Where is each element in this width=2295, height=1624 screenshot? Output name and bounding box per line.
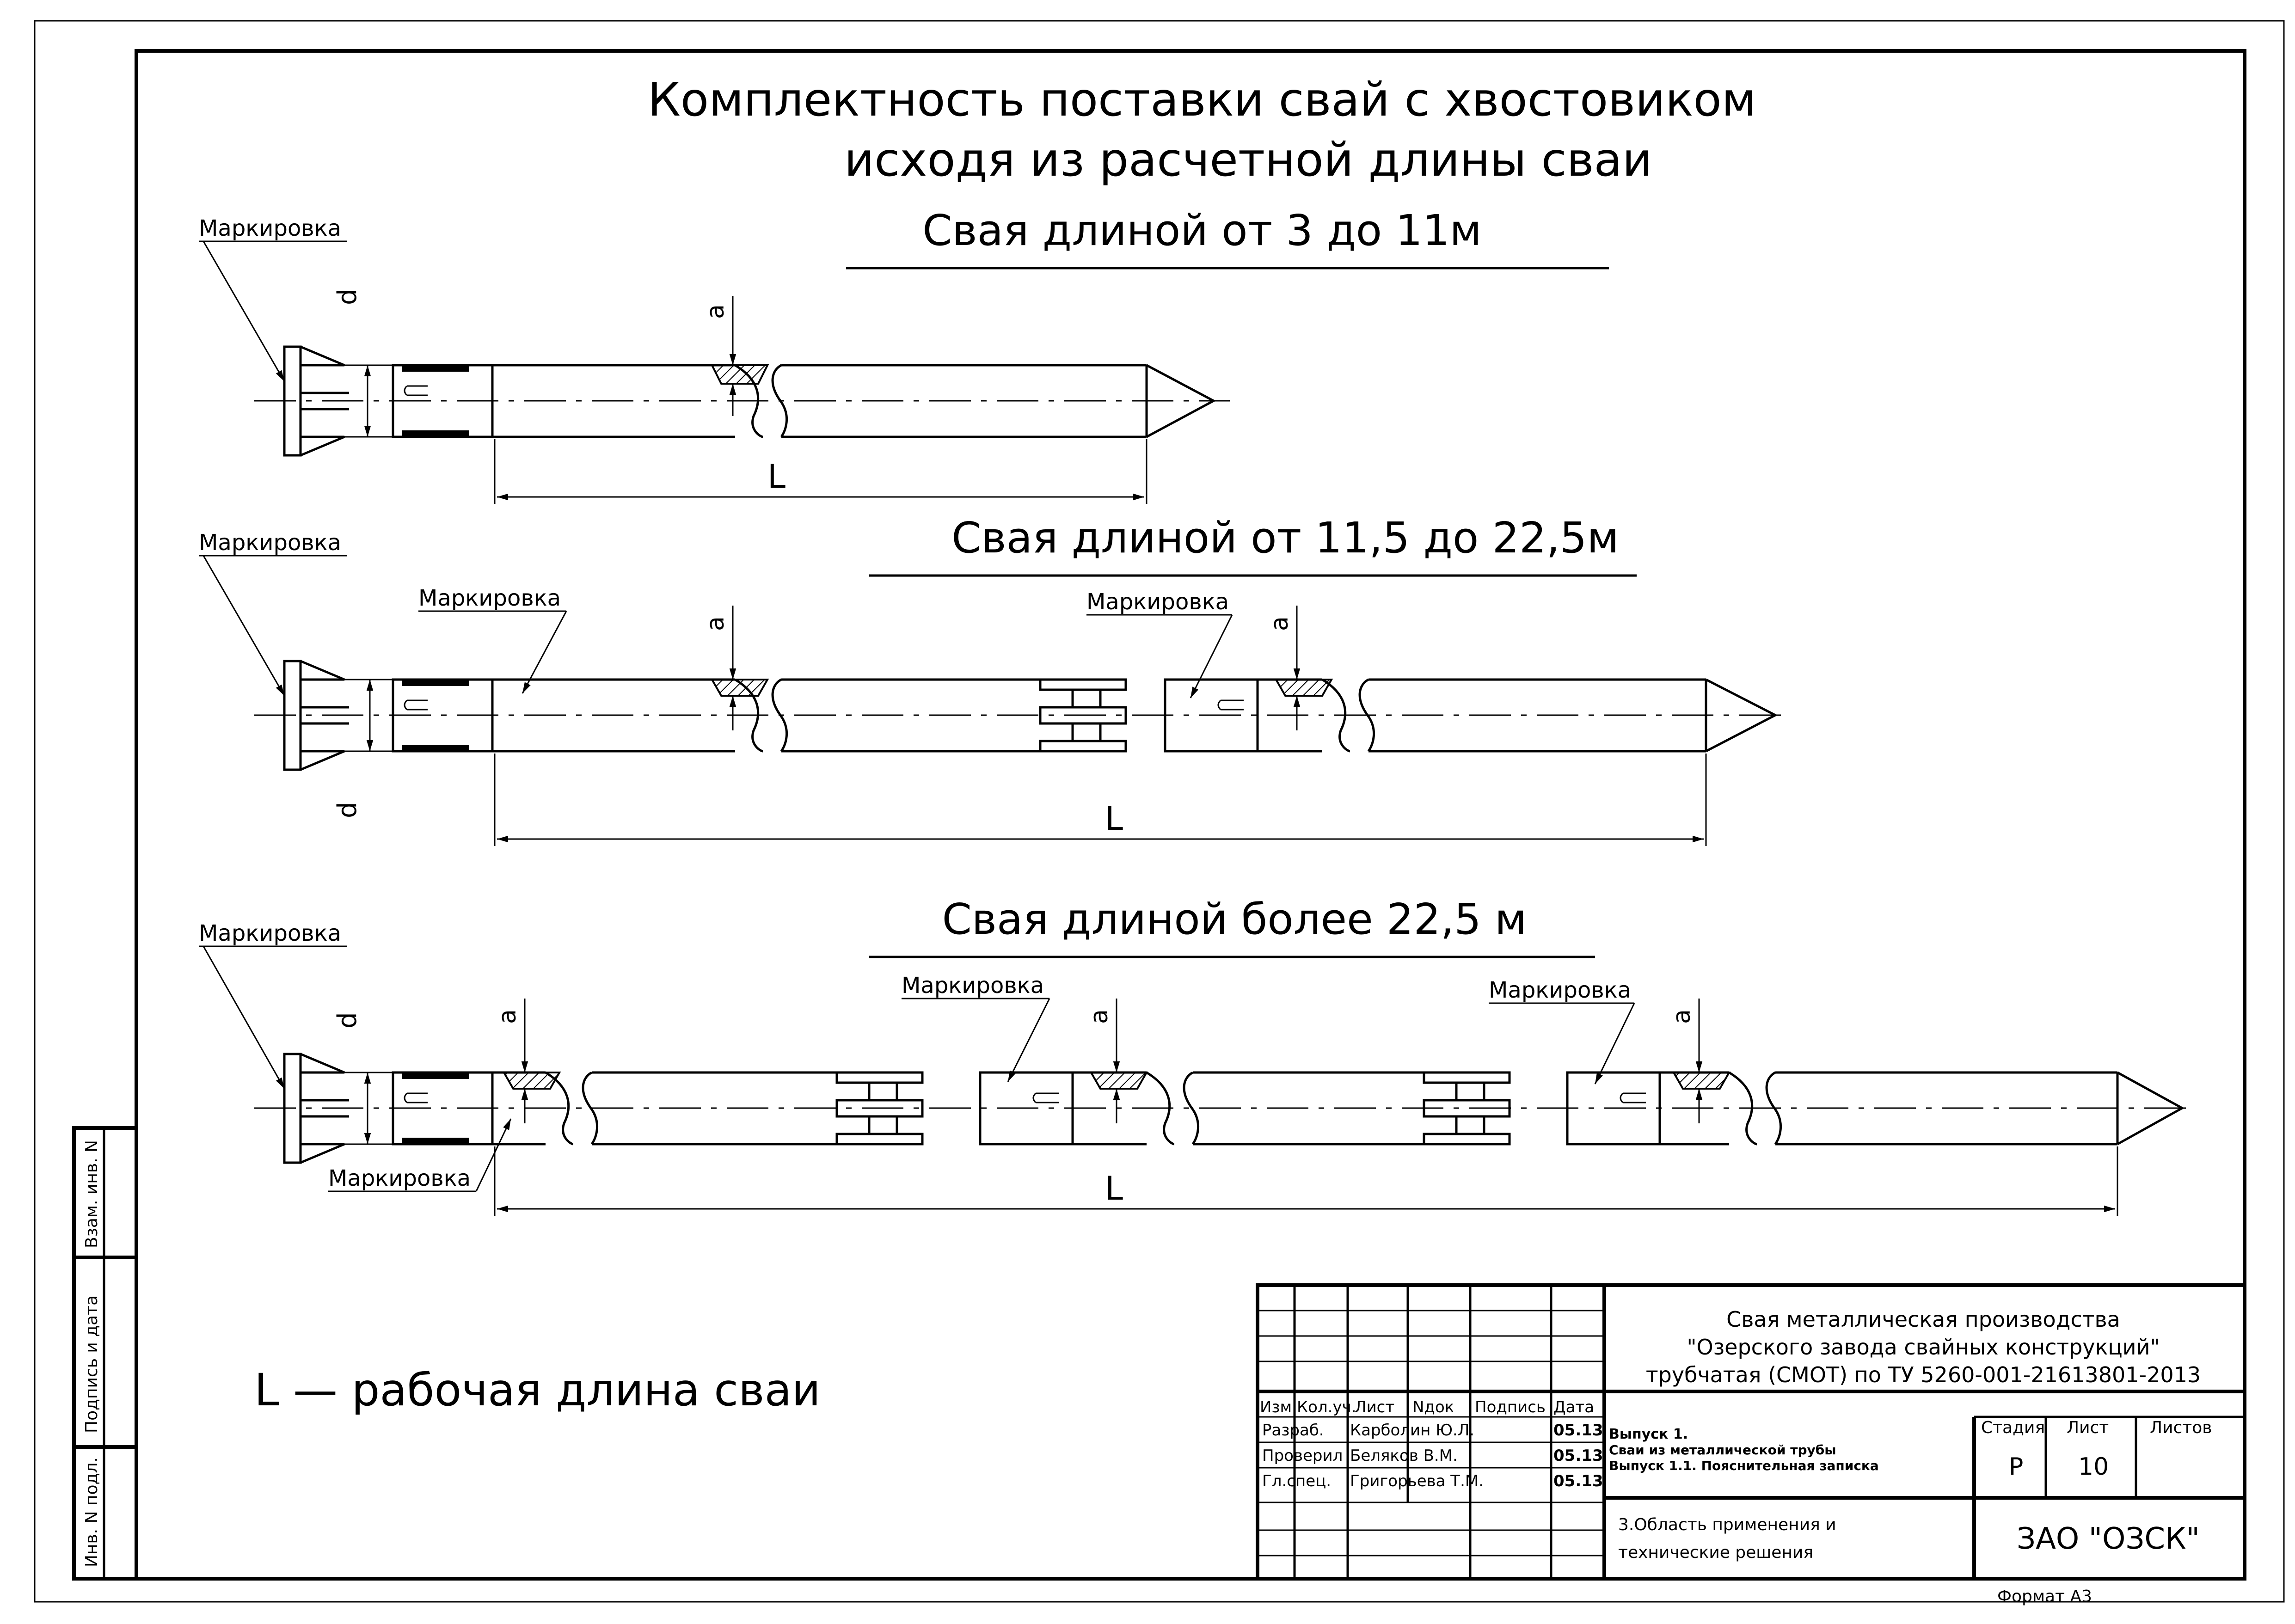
section-3-a-label-3: a [1668, 1009, 1696, 1024]
person-date-1: 05.13 [1553, 1421, 1603, 1440]
col-data: Дата [1553, 1398, 1594, 1416]
section-1-heading: Свая длиной от 3 до 11м [922, 206, 1482, 255]
tb-name-line1: Свая металлическая производства [1726, 1307, 2120, 1332]
person-role-3: Гл.спец. [1262, 1472, 1331, 1490]
side-stamp-podpis: Подпись и дата [82, 1295, 101, 1433]
tb-issue-line3: Выпуск 1.1. Пояснительная записка [1609, 1458, 1879, 1473]
col-izm: Изм. [1260, 1398, 1297, 1416]
section-3-marking-label-3: Маркировка [902, 973, 1044, 999]
section-3-d-label: d [332, 1012, 362, 1029]
section-2-marking-label-2: Маркировка [418, 585, 561, 611]
section-3: Свая длиной более 22,5 м Маркировка Марк… [199, 895, 2196, 1216]
tb-issue-line2: Сваи из металлической трубы [1609, 1442, 1836, 1458]
tb-sheet-value: 10 [2078, 1453, 2109, 1481]
outer-frame [34, 20, 2285, 1603]
tb-stage-value: Р [2009, 1453, 2023, 1481]
person-date-3: 05.13 [1553, 1472, 1603, 1490]
section-3-a-label-1: a [494, 1009, 522, 1024]
section-2-L-label: L [1105, 800, 1123, 838]
col-list: Лист [1355, 1398, 1394, 1416]
section-1-marking-label: Маркировка [199, 215, 341, 241]
section-3-a-label-2: a [1086, 1009, 1113, 1024]
section-1-d-label: d [332, 288, 362, 305]
section-3-marking-label-4: Маркировка [1489, 977, 1631, 1003]
section-2-a-label-1: a [702, 616, 730, 631]
title-line1: Комплектность поставки свай с хвостовико… [648, 73, 1756, 127]
section-3-L-label: L [1105, 1170, 1123, 1207]
format-label: Формат А3 [1997, 1587, 2092, 1606]
section-1-a-label: a [702, 304, 730, 319]
section-1-L-label: L [767, 458, 785, 496]
col-ndok: Nдок [1412, 1398, 1454, 1416]
section-2-heading: Свая длиной от 11,5 до 22,5м [951, 513, 1619, 563]
section-2: Свая длиной от 11,5 до 22,5м Маркировка … [199, 513, 1789, 846]
person-name-1: Карболин Ю.Л. [1350, 1421, 1474, 1440]
col-podpis: Подпись [1475, 1398, 1546, 1416]
tb-sheet-label: Лист [2067, 1418, 2109, 1437]
side-stamp: Взам. инв. N Подпись и дата Инв. N подл. [72, 1126, 138, 1581]
section-3-heading: Свая длиной более 22,5 м [942, 895, 1527, 944]
tb-section-line1: 3.Область применения и [1618, 1515, 1836, 1534]
person-name-3: Григорьева Т.М. [1350, 1472, 1484, 1490]
side-stamp-inv-vzam: Взам. инв. N [82, 1140, 101, 1248]
person-name-2: Беляков В.М. [1350, 1446, 1458, 1465]
tb-company: ЗАО "ОЗСК" [2017, 1522, 2200, 1556]
person-role-2: Проверил [1262, 1446, 1343, 1465]
person-role-1: Разраб. [1262, 1421, 1324, 1440]
legend-text: L — рабочая длина сваи [254, 1364, 821, 1416]
section-2-marking-label-3: Маркировка [1086, 589, 1229, 615]
tb-name-line2: "Озерского завода свайных конструкций" [1687, 1335, 2160, 1360]
section-2-a-label-2: a [1266, 616, 1294, 631]
tb-stage-label: Стадия [1981, 1418, 2045, 1437]
section-1: Свая длиной от 3 до 11м Маркировка d a [199, 206, 1609, 504]
person-date-2: 05.13 [1553, 1446, 1603, 1465]
tb-name-line3: трубчатая (СМОТ) по ТУ 5260-001-21613801… [1646, 1362, 2201, 1387]
tb-sheets-label: Листов [2150, 1418, 2212, 1437]
side-stamp-inv-podl: Инв. N подл. [82, 1457, 101, 1567]
col-kol: Кол.уч. [1297, 1398, 1356, 1416]
section-2-marking-label-1: Маркировка [199, 530, 341, 556]
title-line2: исходя из расчетной длины сваи [844, 133, 1652, 187]
drawing-frame [135, 49, 2246, 1581]
section-2-d-label: d [332, 802, 362, 818]
tb-issue-line1: Выпуск 1. [1609, 1426, 1688, 1442]
section-3-marking-label-2: Маркировка [328, 1165, 471, 1191]
title-block: Изм. Кол.уч. Лист Nдок Подпись Дата Разр… [1256, 1283, 2246, 1581]
tb-section-line2: технические решения [1618, 1543, 1813, 1562]
section-3-marking-label-1: Маркировка [199, 920, 341, 946]
